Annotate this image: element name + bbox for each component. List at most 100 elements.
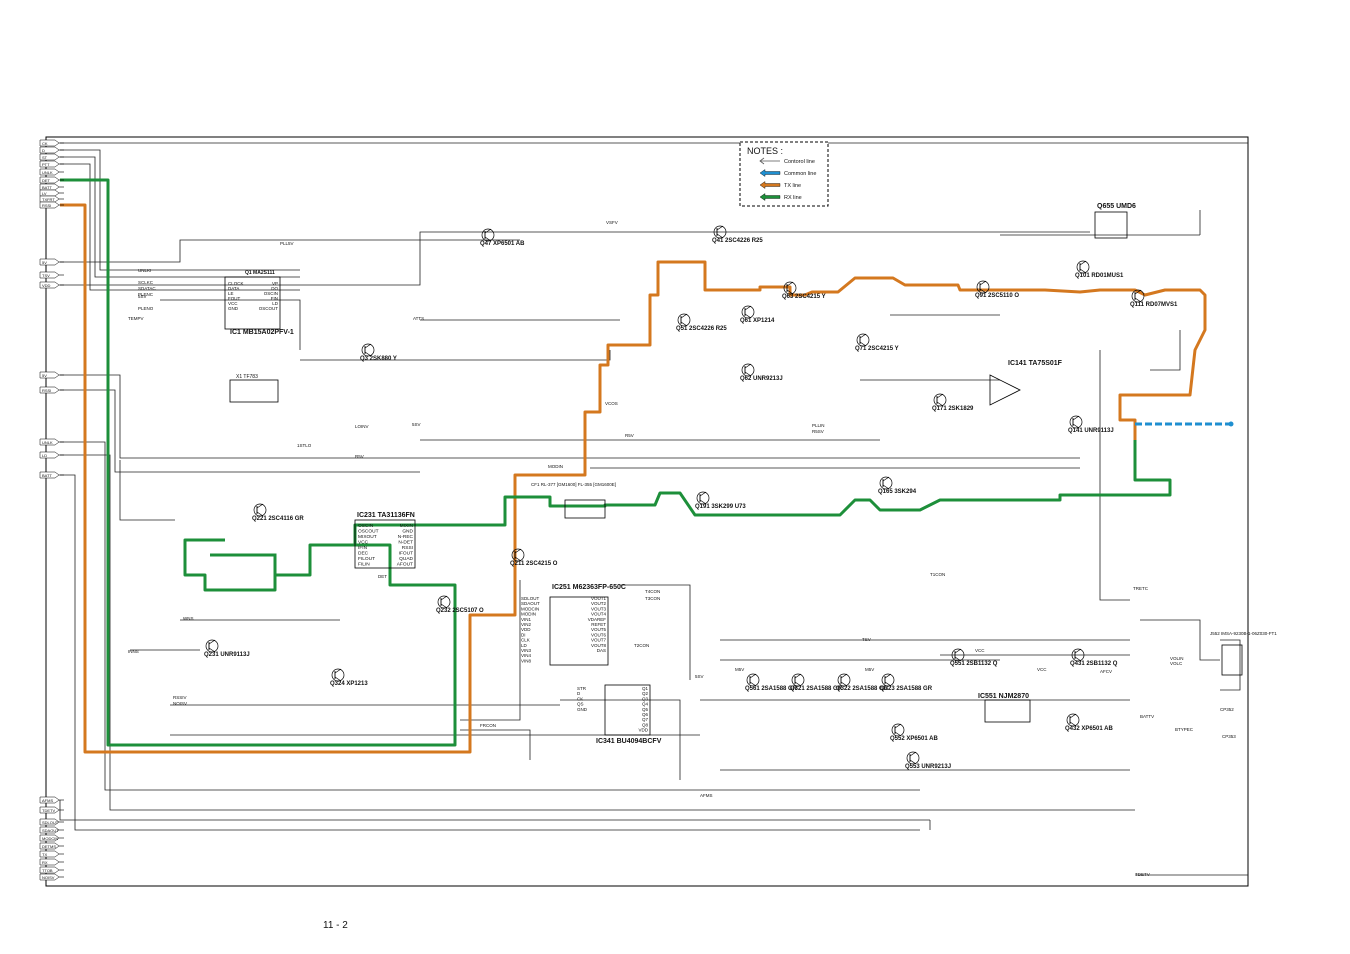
transistor-label: Q553 UNR9213J xyxy=(905,764,951,770)
ic-pin-label: Q6 xyxy=(642,712,649,717)
ic-blocks: IC1 MB15A02PFV-1 Q1 MA2S111 IC231 TA3113… xyxy=(224,203,1277,745)
net-label: WNS xyxy=(183,616,194,621)
ic-pin-label: DAS xyxy=(597,648,606,653)
connector-label: SDLOUT xyxy=(42,820,59,825)
ic231-body xyxy=(354,519,416,569)
connector-sdlout: SDLOUT xyxy=(39,818,64,826)
transistor-label: Q431 2SB1132 Q xyxy=(1070,661,1118,667)
net-label: R5V xyxy=(625,433,634,438)
transistor-icon xyxy=(881,673,895,687)
net-label: T4CON xyxy=(645,589,660,594)
transistor-label: Q211 2SC4215 O xyxy=(510,561,558,567)
transistor-q324: Q324 XP1213 xyxy=(330,668,368,687)
connector-unlk: UNLK xyxy=(39,168,64,176)
ic-pin-label: GND xyxy=(228,306,239,311)
transistor-q3: Q3 2SK880 Y xyxy=(360,343,397,362)
net-label: PLENC xyxy=(138,292,154,297)
transistor-q321: Q321 2SA1588 GR xyxy=(790,673,843,692)
connector-arrow-icon xyxy=(39,176,60,184)
ic-pin-label: LD xyxy=(272,301,279,306)
ic-pin-label: DI xyxy=(521,632,526,637)
net-label: R5SV xyxy=(812,429,824,434)
connector-vdd: VDD xyxy=(39,281,64,289)
connector-label: AFMS xyxy=(42,798,53,803)
transistor-label: Q551 2SB1132 Q xyxy=(950,661,998,667)
ic-pin-label: VDAREF xyxy=(588,617,607,622)
transistor-q232: Q232 2SC5107 O xyxy=(436,595,484,614)
connector-ttob: TTOB xyxy=(39,866,64,874)
connector-label: MODCIN xyxy=(42,836,58,841)
transistor-label: Q61 XP1214 xyxy=(740,318,775,324)
connector-arrow-icon xyxy=(39,873,60,881)
net-label: TDETV xyxy=(1135,872,1150,877)
ic-pin-label: FILIN xyxy=(358,562,370,568)
connector-arrow-icon xyxy=(39,201,60,209)
net-label: CP352 xyxy=(1220,707,1234,712)
transistor-label: Q321 2SA1588 GR xyxy=(790,686,843,692)
ic-pin-label: IFIN xyxy=(358,545,368,551)
connector-label: 5V xyxy=(42,373,47,378)
ic-pin-label: OSCIN xyxy=(358,523,374,529)
connector-arrow-icon xyxy=(39,826,60,834)
ic-pin-label: Q3 xyxy=(642,696,649,701)
transistor-label: Q232 2SC5107 O xyxy=(436,608,484,614)
transistor-icon xyxy=(361,343,375,357)
ic551-body xyxy=(984,699,1031,723)
transistor-label: Q111 RD07MVS1 xyxy=(1130,302,1178,308)
transistor-icon xyxy=(253,503,267,517)
legend-label: Contorol line xyxy=(784,159,815,165)
legend-row: Contorol line xyxy=(759,157,815,165)
net-label: DET xyxy=(378,574,387,579)
ic1-body xyxy=(224,276,281,330)
ic251-body xyxy=(549,596,609,666)
ic141-body xyxy=(989,374,1021,406)
ic-pin-label: GND xyxy=(402,529,413,535)
antenna-terminal xyxy=(1228,421,1234,427)
connector-tsv: TSV xyxy=(39,271,64,279)
transistor-icon xyxy=(837,673,851,687)
ic341-body xyxy=(604,684,651,736)
connector-arrow-icon xyxy=(39,842,60,850)
net-label: M5V xyxy=(735,667,744,672)
connector-arrow-icon xyxy=(39,451,60,459)
ic-pin-label: STR xyxy=(577,686,587,691)
transistor-q171: Q171 2SK1829 xyxy=(932,393,974,412)
net-labels: PLL5VUNLKISCLKCSDATACPLENCPLENO5SVTEMPVL… xyxy=(128,220,1236,877)
transistor-icon xyxy=(511,548,525,562)
ic1-label: IC1 MB15A02PFV-1 xyxy=(230,329,294,336)
connector-rssi: RSSI xyxy=(39,386,64,394)
connector-5v: 5V xyxy=(39,371,64,379)
net-label: MODIN xyxy=(548,464,563,469)
ic-pin-label: VOUT4 xyxy=(591,612,607,617)
ic251-pin-labels: SDLOUTSDAOUTMODCINMODINVIN1VIN2VDDDICLKL… xyxy=(521,596,606,663)
transistor-icon xyxy=(741,305,755,319)
connector-st: ST xyxy=(39,153,64,161)
net-label: 5SV xyxy=(695,674,704,679)
ic-pin-label: Q8 xyxy=(642,722,649,727)
connector-batt: BATT xyxy=(39,471,64,479)
transistor-label: Q101 RD01MUS1 xyxy=(1075,273,1124,279)
ic-pin-label: SDAOUT xyxy=(521,601,540,606)
connector-arrow-icon xyxy=(39,146,60,154)
legend-label: RX line xyxy=(784,195,802,201)
tx-line-path xyxy=(60,203,1207,754)
connector-tx: TX xyxy=(39,850,64,858)
connector-modcin: MODCIN xyxy=(39,834,64,842)
connector-label: SDAOUT xyxy=(42,828,59,833)
transistor-icon xyxy=(1066,713,1080,727)
transistor-q71: Q71 2SC4215 Y xyxy=(855,333,899,352)
ic-pin-label: VIN3 xyxy=(521,648,532,653)
net-label: NOISV xyxy=(173,701,187,706)
connector-label: TDETV xyxy=(42,808,55,813)
transistor-q561: Q561 2SA1588 GR xyxy=(745,673,798,692)
ic-pin-label: VCC xyxy=(228,301,238,306)
ic-pin-label: N-DET xyxy=(398,540,413,546)
transistor-label: Q322 2SA1588 GR xyxy=(836,686,889,692)
ic-pin-label: SDLOUT xyxy=(521,596,540,601)
ic141-label: IC141 TA75S01F xyxy=(1008,360,1063,367)
net-label: LOINV xyxy=(355,424,369,429)
net-label: T2CON xyxy=(634,643,649,648)
net-label: INNS xyxy=(128,649,139,654)
connector-arrow-icon xyxy=(39,258,60,266)
